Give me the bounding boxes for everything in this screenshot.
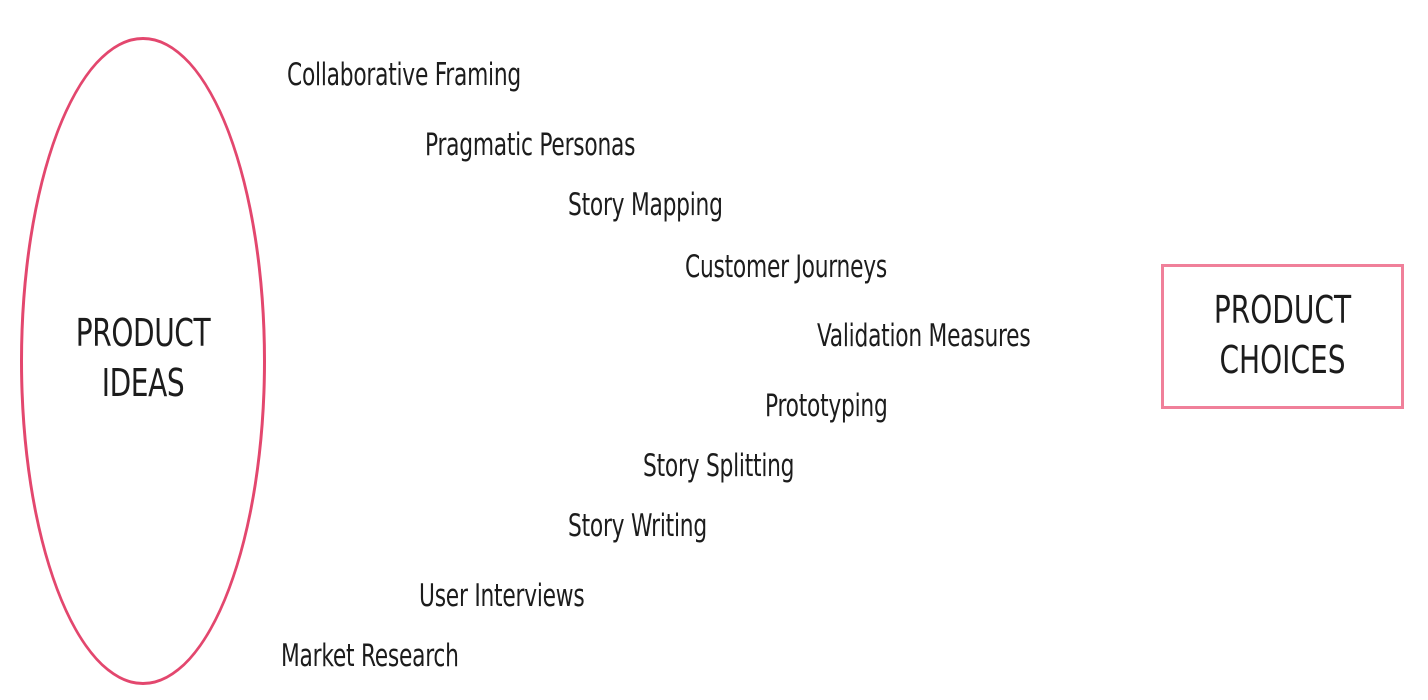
technique-story-mapping: Story Mapping (568, 187, 723, 223)
product-choices-label: PRODUCT CHOICES (1183, 285, 1382, 385)
technique-story-splitting: Story Splitting (643, 448, 795, 484)
technique-prototyping: Prototyping (765, 388, 888, 424)
technique-customer-journeys: Customer Journeys (685, 249, 888, 285)
technique-story-writing: Story Writing (568, 508, 707, 544)
technique-collaborative-framing: Collaborative Framing (287, 57, 521, 93)
product-ideas-label: PRODUCT IDEAS (42, 308, 244, 408)
product-choices-box (1161, 264, 1404, 409)
product-ideas-label-line1: PRODUCT (75, 311, 211, 355)
product-choices-label-line1: PRODUCT (1213, 288, 1352, 332)
technique-user-interviews: User Interviews (419, 578, 585, 614)
technique-pragmatic-personas: Pragmatic Personas (425, 127, 636, 163)
product-ideas-ellipse (20, 37, 266, 685)
technique-market-research: Market Research (281, 638, 459, 674)
technique-validation-measures: Validation Measures (817, 318, 1031, 354)
product-choices-label-line2: CHOICES (1219, 338, 1346, 382)
product-ideas-label-line2: IDEAS (101, 361, 185, 405)
